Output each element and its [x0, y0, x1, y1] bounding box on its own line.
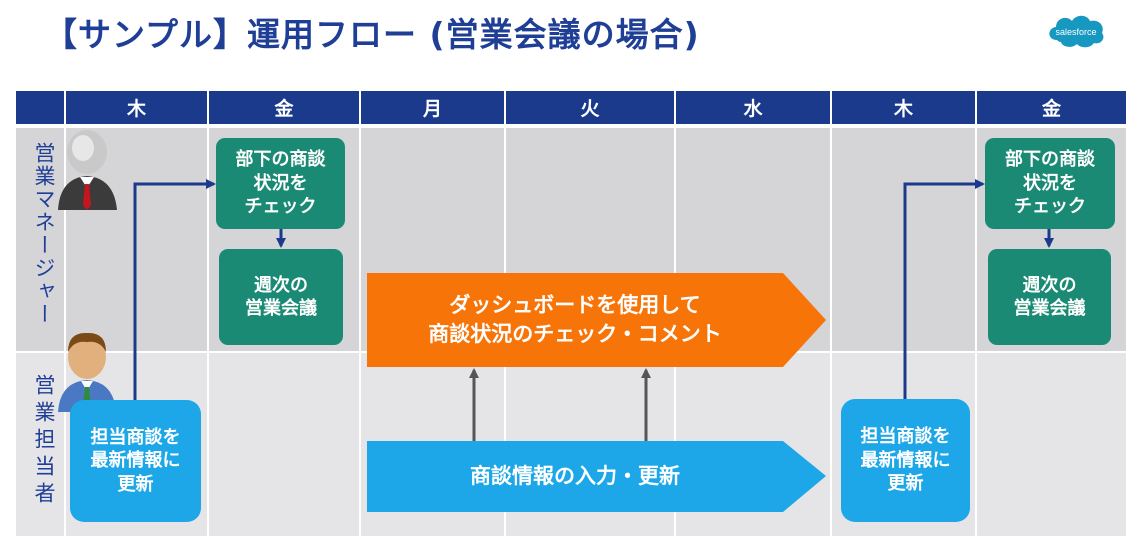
update-deals-box: 担当商談を 最新情報に 更新: [841, 399, 970, 522]
svg-text:salesforce: salesforce: [1055, 27, 1096, 37]
check-subordinate-deals-box: 部下の商談 状況を チェック: [985, 138, 1115, 229]
flow-arrow: [903, 179, 985, 399]
column-divider: [207, 128, 209, 536]
weekly-sales-meeting-box: 週次の 営業会議: [219, 249, 343, 345]
manager-lane-label: 営業マネージャー: [32, 142, 56, 326]
page-title: 【サンプル】運用フロー (営業会議の場合): [44, 15, 700, 54]
update-deals-box: 担当商談を 最新情報に 更新: [70, 400, 201, 522]
salesforce-logo: salesforce: [1049, 15, 1104, 48]
day-header: 金: [977, 91, 1126, 124]
column-divider: [975, 128, 977, 536]
header-corner: [16, 91, 64, 124]
input-arrow-shape: [367, 441, 826, 512]
day-header: 金: [209, 91, 359, 124]
check-subordinate-deals-box: 部下の商談 状況を チェック: [216, 138, 345, 229]
flow-arrow: [133, 179, 216, 400]
input-arrow-label: 商談情報の入力・更新: [470, 463, 680, 488]
day-header: 火: [506, 91, 674, 124]
dashboard-arrow-shape: [367, 273, 826, 367]
day-header: 木: [832, 91, 975, 124]
column-divider: [359, 128, 361, 536]
column-divider: [830, 128, 832, 536]
day-header: 水: [676, 91, 830, 124]
dashboard-arrow-label: ダッシュボードを使用して 商談状況のチェック・コメント: [428, 292, 722, 346]
manager-person-icon: [58, 130, 117, 210]
weekly-sales-meeting-box: 週次の 営業会議: [988, 249, 1111, 345]
day-header: 木: [66, 91, 207, 124]
rep-lane-label: 営業担当者: [32, 374, 56, 509]
day-header: 月: [361, 91, 504, 124]
column-divider: [64, 128, 66, 536]
